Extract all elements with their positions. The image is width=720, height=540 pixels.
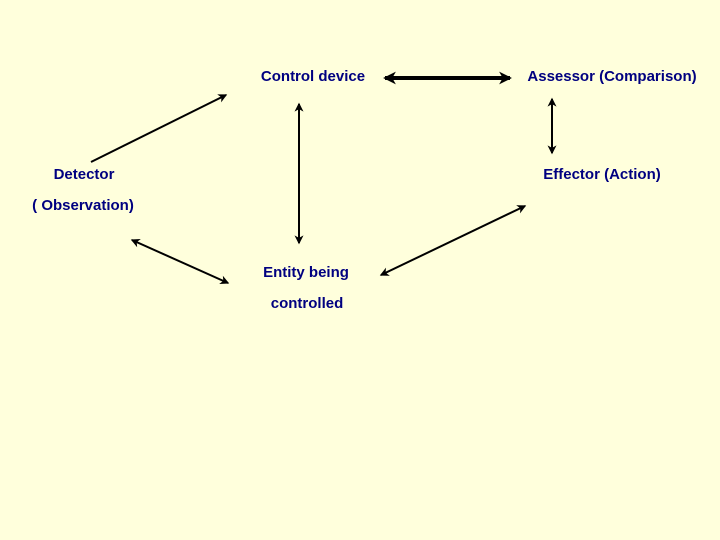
assessor-label: Assessor (Comparison): [527, 68, 697, 85]
observation-label: ( Observation): [32, 197, 134, 214]
effector-label: Effector (Action): [543, 166, 661, 183]
control-device-label: Control device: [260, 68, 366, 85]
entity-being-controlled-label-line1: Entity being: [263, 264, 349, 281]
arrow-detector-to-control: [90, 94, 228, 163]
arrow-observation-entity: [130, 239, 230, 284]
detector-label: Detector: [53, 166, 115, 183]
entity-being-controlled-label-line2: controlled: [270, 295, 344, 312]
arrow-entity-effector: [379, 205, 527, 276]
